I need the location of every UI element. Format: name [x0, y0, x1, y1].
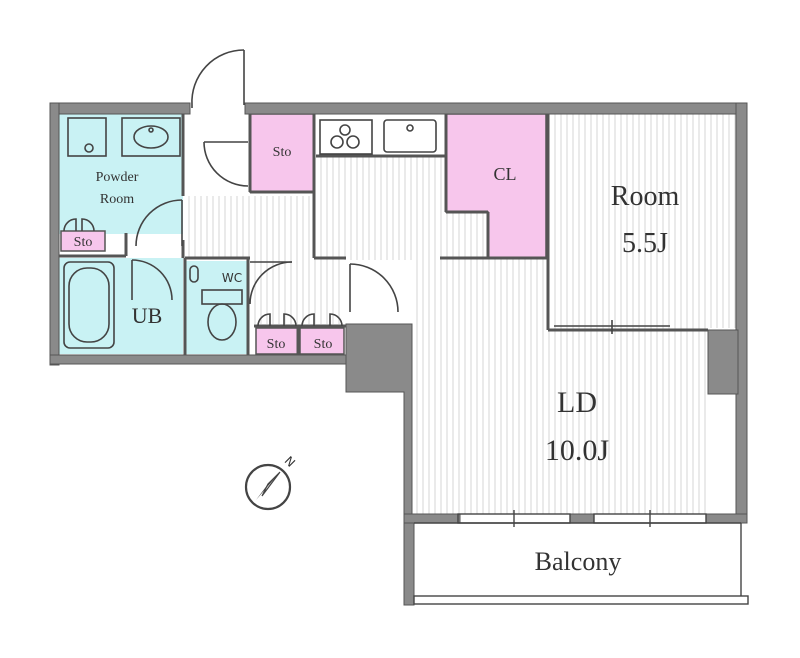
powder-sto-area[interactable]: [60, 230, 106, 252]
hall-sto-right-area[interactable]: [299, 327, 345, 355]
column-right: [707, 329, 739, 395]
powder-room-label-line1: Powder: [96, 170, 139, 185]
balcony: [413, 522, 749, 605]
room-size-label: 5.5J: [622, 228, 668, 259]
entry-sto-label: Sto: [273, 145, 292, 160]
ld-name-label: LD: [557, 386, 597, 419]
walls: [49, 102, 748, 606]
front-door[interactable]: [191, 49, 245, 108]
room-name-label: Room: [611, 181, 680, 212]
washbasin-icon: [121, 117, 181, 157]
powder-room-door[interactable]: [135, 199, 183, 247]
bath-door[interactable]: [131, 259, 173, 301]
wall-top-left: [49, 102, 191, 115]
wc-door[interactable]: [249, 261, 293, 305]
wall-top-main: [244, 102, 748, 115]
doors: [63, 49, 670, 334]
wc-label: WC: [222, 271, 242, 285]
kitchen-floor: [316, 156, 446, 260]
bathtub-icon: [63, 261, 115, 349]
kitchen-sink-icon: [383, 119, 437, 153]
wall-left: [49, 102, 60, 366]
wall-right: [735, 102, 748, 524]
north-label: N: [282, 454, 298, 470]
wall-ld-bottom-mid: [569, 513, 595, 524]
powder-sto-label: Sto: [74, 235, 93, 250]
ld-right-floor: [550, 330, 710, 514]
wall-balcony-left: [403, 522, 415, 606]
wall-ld-bottom-right: [705, 513, 748, 524]
ld-size-label: 10.0J: [545, 434, 610, 467]
entry-closet-door[interactable]: [203, 141, 249, 187]
ub-label: UB: [132, 303, 163, 328]
column-ld-left: [345, 323, 413, 515]
room-labels: Powder Room Sto UB WC Sto Sto Sto CL Roo…: [74, 145, 680, 576]
entry-floor: [186, 196, 316, 258]
north-arrow-icon: N: [244, 454, 298, 511]
hall-sto-left-label: Sto: [267, 337, 286, 352]
hall-floor: [248, 258, 344, 324]
wall-ld-bottom: [403, 513, 461, 524]
stove-burner-icon: [319, 119, 373, 155]
storage-areas: [60, 113, 547, 355]
hall-sto-right-label: Sto: [314, 337, 333, 352]
laundry-pan-icon: [67, 117, 107, 157]
room-floor: [552, 114, 736, 328]
powder-room-label-line2: Room: [100, 192, 134, 207]
balcony-label: Balcony: [535, 547, 622, 576]
fixtures: [63, 117, 437, 349]
cl-label: CL: [493, 164, 516, 184]
ld-door[interactable]: [349, 263, 399, 313]
toilet-icon: [189, 265, 243, 341]
wall-bottom-left: [49, 354, 347, 365]
powder-room-floor: [59, 114, 183, 234]
